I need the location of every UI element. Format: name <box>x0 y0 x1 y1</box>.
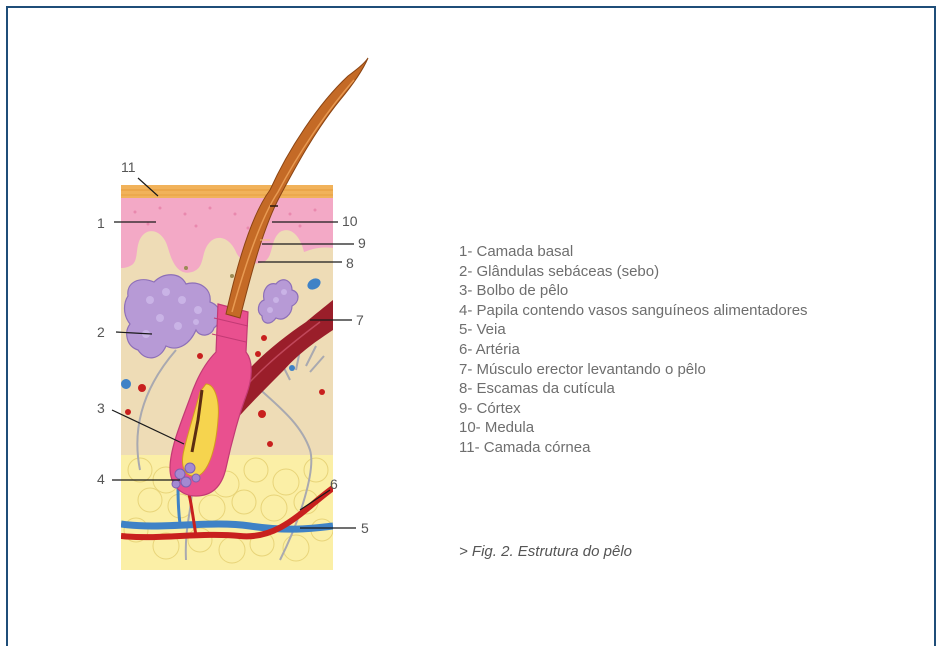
marker-7: 7 <box>356 312 364 328</box>
marker-11: 11 <box>121 159 136 175</box>
marker-10: 10 <box>342 213 358 229</box>
marker-8: 8 <box>346 255 354 271</box>
marker-9: 9 <box>358 235 366 251</box>
legend-item-7: 7- Músculo erector levantando o pêlo <box>459 360 808 380</box>
legend-item-4: 4- Papila contendo vasos sanguíneos alim… <box>459 301 808 321</box>
marker-3: 3 <box>97 400 105 416</box>
marker-2: 2 <box>97 324 105 340</box>
marker-6: 6 <box>330 476 338 492</box>
marker-4: 4 <box>97 471 105 487</box>
legend-item-6: 6- Artéria <box>459 340 808 360</box>
legend-item-11: 11- Camada córnea <box>459 438 808 458</box>
legend-item-8: 8- Escamas da cutícula <box>459 379 808 399</box>
legend-list: 1- Camada basal 2- Glândulas sebáceas (s… <box>459 242 808 458</box>
marker-5: 5 <box>361 520 369 536</box>
figure-caption: > Fig. 2. Estrutura do pêlo <box>459 543 632 560</box>
legend-item-10: 10- Medula <box>459 418 808 438</box>
legend-item-9: 9- Córtex <box>459 399 808 419</box>
marker-1: 1 <box>97 215 105 231</box>
legend-item-1: 1- Camada basal <box>459 242 808 262</box>
legend-item-5: 5- Veia <box>459 320 808 340</box>
legend-item-3: 3- Bolbo de pêlo <box>459 281 808 301</box>
legend-item-2: 2- Glândulas sebáceas (sebo) <box>459 262 808 282</box>
